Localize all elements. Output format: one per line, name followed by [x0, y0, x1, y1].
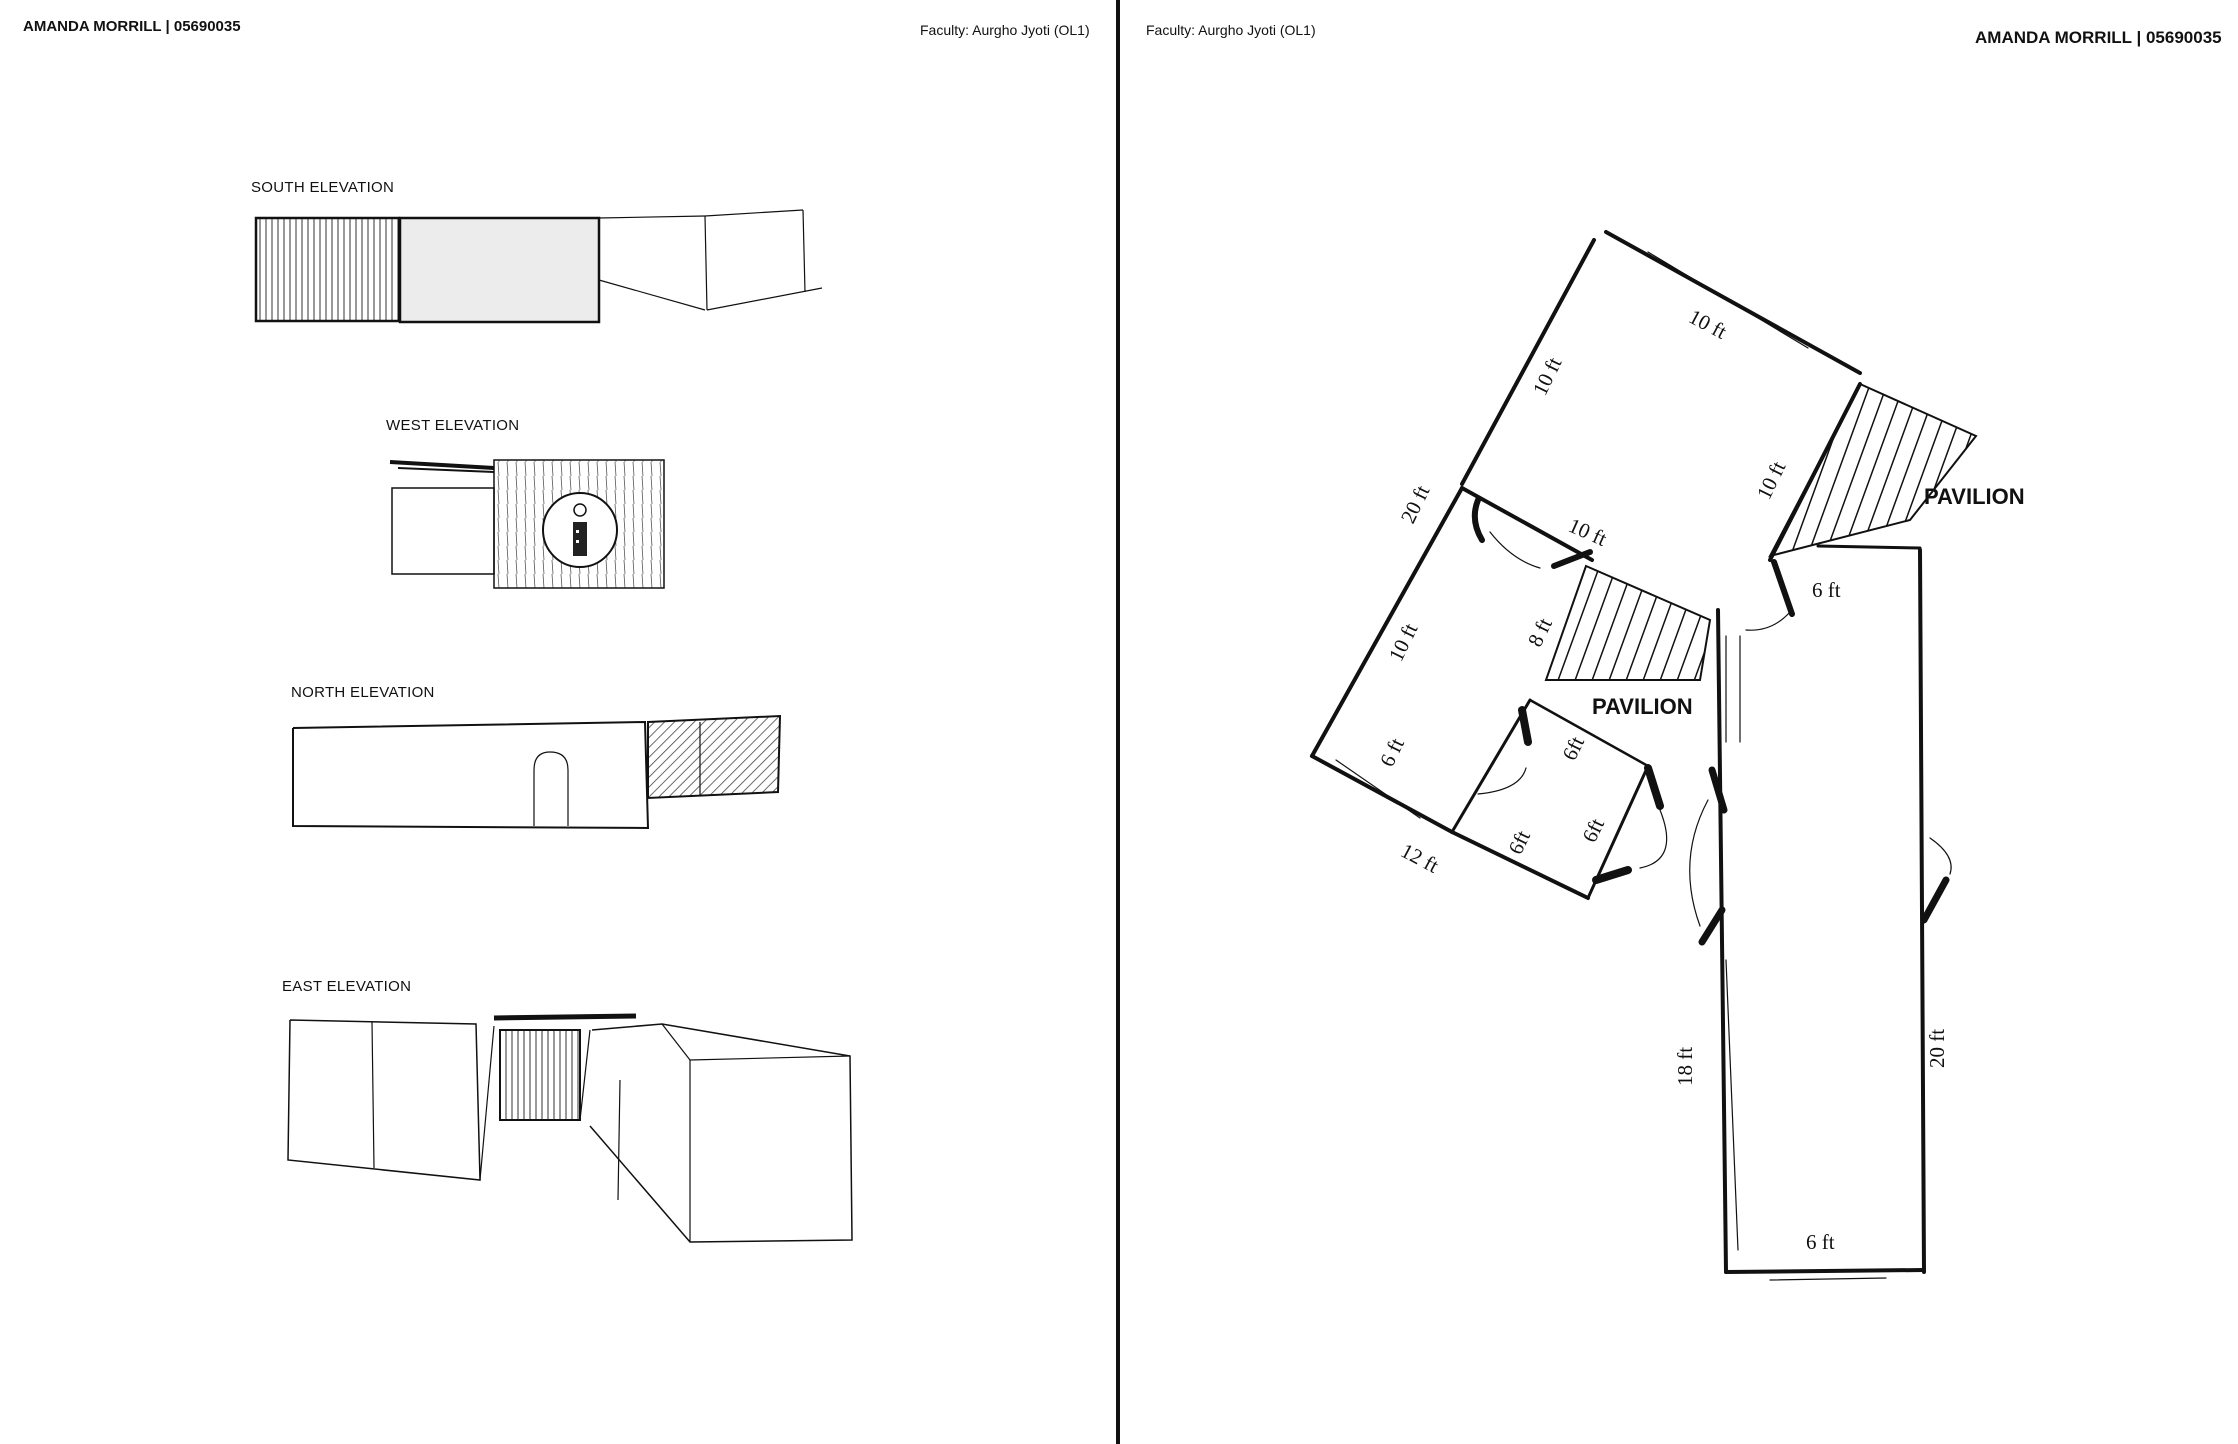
- dim-inner-8: 8 ft: [1522, 614, 1557, 651]
- elevation-sketches: [254, 209, 853, 1243]
- dim-corridor-20: 20 ft: [1925, 1028, 1950, 1069]
- upper-room-top-wall: [1604, 230, 1862, 375]
- east-elevation-drawing: [287, 1013, 853, 1243]
- pavilion-label-lower: PAVILION: [1592, 694, 1693, 719]
- west-elevation-label: WEST ELEVATION: [386, 417, 520, 434]
- dim-pavilion-side: 10 ft: [1751, 457, 1791, 504]
- south-elevation-drawing: [254, 209, 823, 324]
- dim-bottom-12: 12 ft: [1396, 838, 1443, 878]
- dim-top-wall: 10 ft: [1684, 304, 1731, 344]
- dim-left-20: 20 ft: [1395, 481, 1435, 528]
- sheet-divider: [1116, 0, 1120, 1444]
- dim-left-upper: 10 ft: [1527, 353, 1567, 400]
- right-author: AMANDA MORRILL | 05690035: [1975, 28, 2222, 47]
- left-faculty: Faculty: Aurgho Jyoti (OL1): [920, 22, 1090, 38]
- dim-inner-6b: 6ft: [1503, 826, 1536, 859]
- dim-left-lower-10: 10 ft: [1383, 619, 1423, 666]
- dim-six-right: 6 ft: [1812, 578, 1841, 602]
- north-elevation-drawing: [292, 714, 782, 830]
- dim-corridor-18: 18 ft: [1673, 1046, 1698, 1087]
- south-elevation-label: SOUTH ELEVATION: [251, 179, 395, 196]
- right-faculty: Faculty: Aurgho Jyoti (OL1): [1146, 22, 1316, 38]
- west-elevation-drawing: [389, 459, 665, 589]
- pavilion-label-upper: PAVILION: [1924, 484, 2025, 509]
- north-elevation-label: NORTH ELEVATION: [291, 684, 435, 701]
- east-elevation-label: EAST ELEVATION: [282, 978, 412, 995]
- upper-room-left-wall: [1460, 238, 1596, 486]
- dim-inner-6c: 6ft: [1577, 814, 1610, 847]
- dim-inner-6a: 6ft: [1557, 732, 1590, 765]
- dim-corridor-6: 6 ft: [1806, 1230, 1835, 1254]
- dim-inner-10: 10 ft: [1565, 513, 1611, 551]
- dim-window-6: 6 ft: [1374, 734, 1409, 771]
- left-author: AMANDA MORRILL | 05690035: [23, 18, 241, 35]
